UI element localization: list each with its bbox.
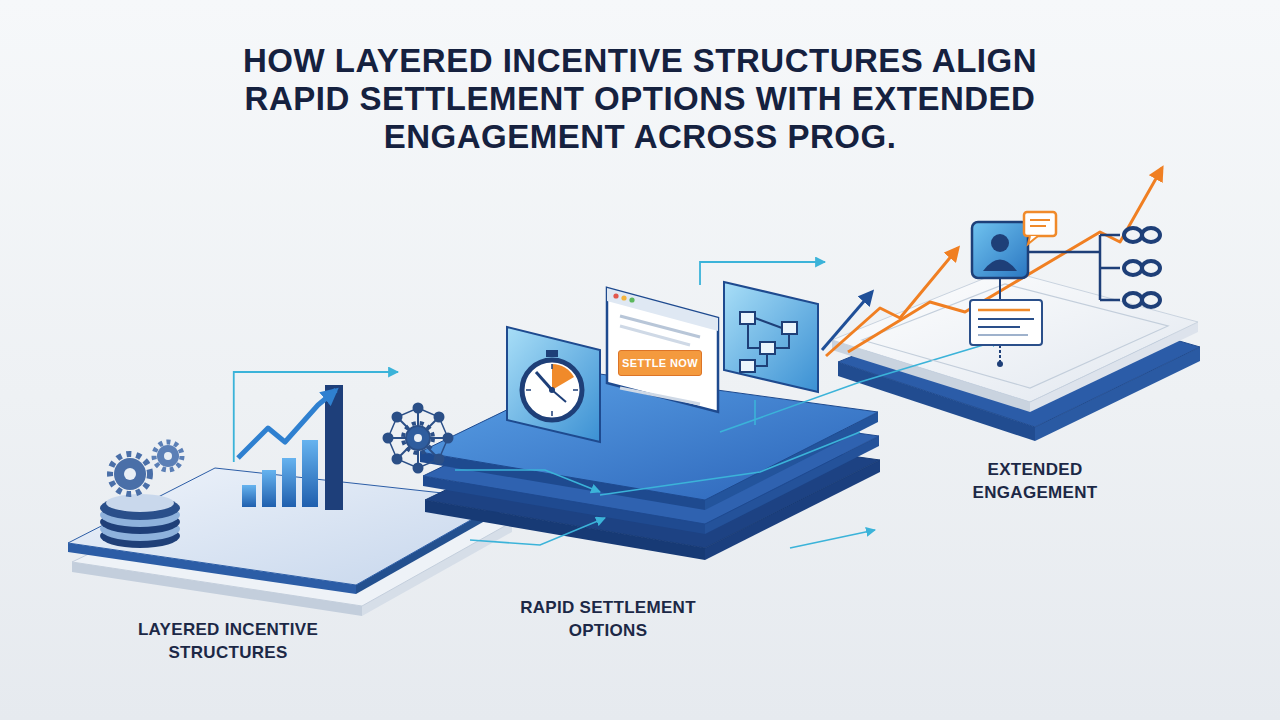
- flowchart-panel: [724, 282, 818, 392]
- flow-connector: [700, 262, 825, 285]
- infinity-branch: [1124, 228, 1142, 242]
- infinity-branch: [1142, 261, 1160, 275]
- button-label: SETTLE NOW: [622, 357, 698, 369]
- platform-shape: [832, 270, 1198, 402]
- flowchart-panel: [760, 342, 775, 354]
- stopwatch-panel: [536, 372, 552, 390]
- browser-window: [613, 293, 618, 298]
- flowchart-panel: [740, 312, 755, 324]
- profile-card: [983, 260, 1017, 272]
- flowchart-panel: [740, 360, 755, 372]
- network-icon: [414, 464, 423, 473]
- action-button: SETTLE NOW: [618, 350, 702, 376]
- network-icon: [393, 455, 402, 464]
- browser-window: [629, 297, 634, 302]
- flowchart-panel: [748, 318, 789, 366]
- node-label: RAPID SETTLEMENT OPTIONS: [498, 596, 718, 642]
- platform-shape: [398, 285, 883, 642]
- flowchart-panel: [724, 282, 818, 392]
- flowchart-panel: [755, 354, 767, 366]
- stopwatch-panel: [526, 389, 531, 391]
- gear-stack: [154, 442, 182, 470]
- flowchart-panel: [782, 322, 797, 334]
- network-icon: [406, 426, 430, 450]
- profile-card: [1030, 225, 1046, 227]
- infinity-branch: [1090, 251, 1100, 254]
- stopwatch-panel: [551, 364, 553, 369]
- browser-window: [621, 295, 626, 300]
- flowchart-panel: [748, 324, 760, 348]
- flowchart-panel: [755, 318, 782, 328]
- network-icon: [384, 434, 393, 443]
- infinity-branch: [1099, 235, 1102, 300]
- gear-stack: [164, 452, 172, 460]
- flowchart-panel: [775, 334, 789, 348]
- profile-card: [972, 222, 1028, 278]
- diagram-title: HOW LAYERED INCENTIVE STRUCTURES ALIGN R…: [225, 42, 1055, 156]
- gear-stack: [124, 468, 136, 480]
- network-icon: [417, 408, 419, 438]
- browser-window: [620, 326, 690, 345]
- flow-line: [790, 530, 875, 548]
- infinity-branch: [1124, 261, 1142, 275]
- network-icon: [388, 437, 418, 439]
- network-icon: [397, 438, 418, 459]
- network-icon: [435, 413, 444, 422]
- infinity-branch: [1100, 235, 1120, 300]
- infinity-branch: [1142, 228, 1160, 242]
- network-icon: [418, 437, 448, 439]
- bar-chart: [238, 390, 336, 458]
- flowchart-panel: [740, 312, 797, 372]
- infinity-branch: [1142, 293, 1160, 307]
- node-label: LAYERED INCENTIVE STRUCTURES: [98, 618, 358, 664]
- profile-card: [991, 234, 1009, 252]
- network-icon: [414, 404, 423, 413]
- gear-stack: [114, 458, 146, 490]
- infinity-branch: [1028, 251, 1090, 254]
- node-label: EXTENDED ENGAGEMENT: [945, 458, 1125, 504]
- stopwatch-panel: [546, 350, 558, 357]
- platform: EXTENDED ENGAGEMENT: [825, 195, 1205, 510]
- platform-shape: [420, 372, 878, 500]
- network-icon: [393, 413, 402, 422]
- profile-card: [1024, 212, 1056, 236]
- flow-connector: [234, 372, 398, 462]
- platform: RAPID SETTLEMENT OPTIONS SETTLE NOW: [398, 285, 883, 642]
- gear-stack: [110, 454, 150, 494]
- network-icon: [397, 417, 418, 438]
- profile-card: [1028, 236, 1038, 244]
- browser-window: [620, 316, 700, 337]
- network-icon: [414, 434, 422, 442]
- network-icon: [418, 417, 439, 438]
- network-icon: [417, 438, 419, 468]
- browser-window: [607, 288, 718, 331]
- profile-card: [1030, 219, 1050, 221]
- gear-stack: [157, 445, 179, 467]
